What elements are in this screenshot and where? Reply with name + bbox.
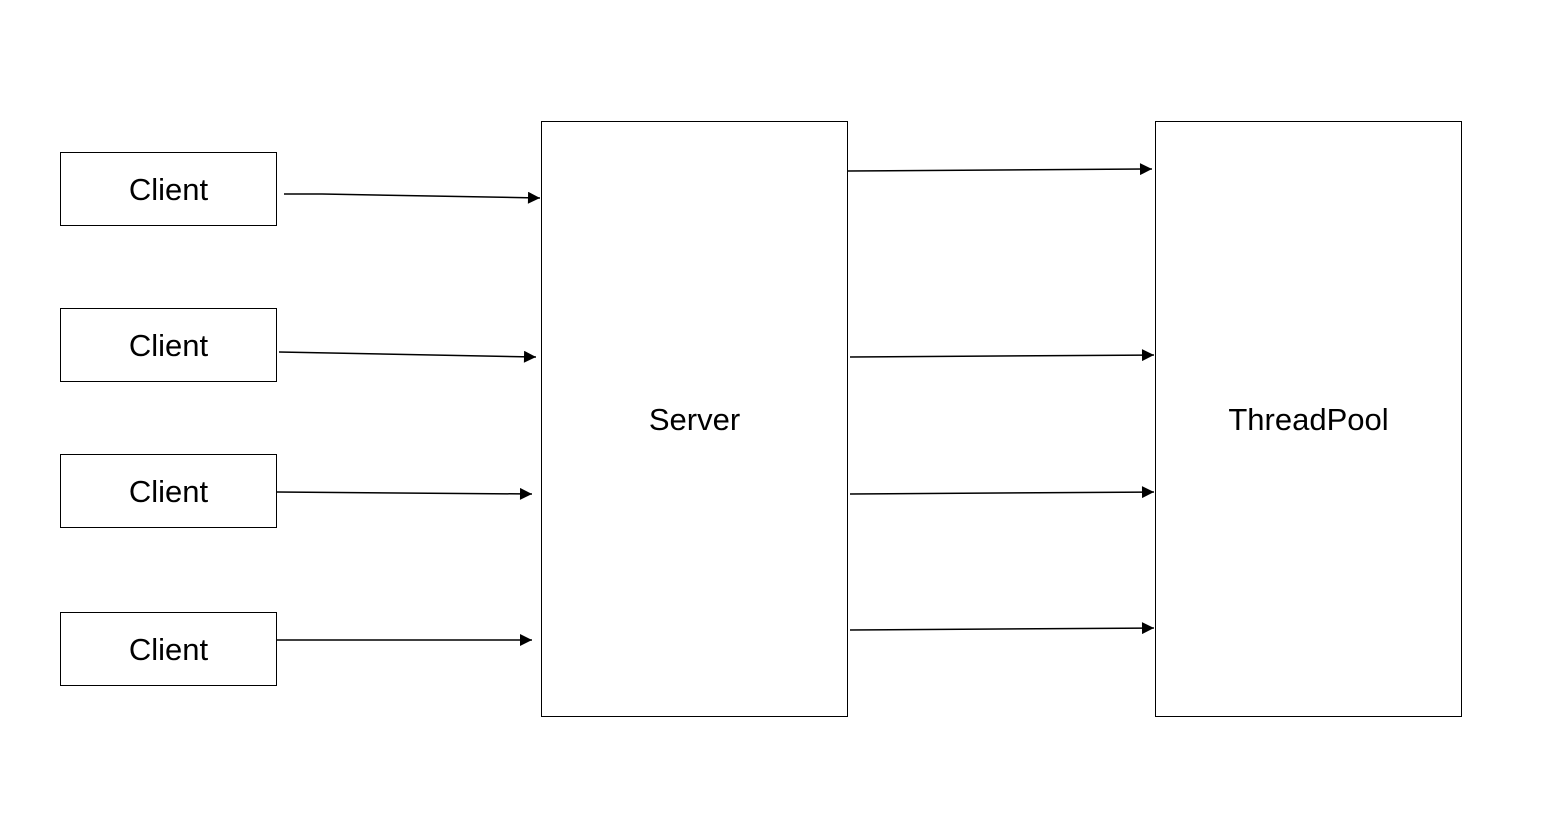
server-label: Server (648, 401, 741, 437)
client-1-to-server-arrow (284, 191, 541, 204)
server-to-threadpool-arrow-1 (847, 163, 1153, 176)
client-box-1: Client (60, 152, 277, 226)
threadpool-label: ThreadPool (1228, 401, 1389, 437)
client-label-2: Client (128, 327, 209, 363)
client-label-1: Client (128, 171, 209, 207)
client-box-3: Client (60, 454, 277, 528)
server-to-threadpool-arrow-4 (849, 622, 1155, 635)
client-3-to-server-arrow (276, 487, 533, 500)
server-box: Server (541, 121, 848, 717)
client-label-4: Client (128, 631, 209, 667)
server-to-threadpool-arrow-2 (849, 349, 1155, 362)
threadpool-box: ThreadPool (1155, 121, 1462, 717)
client-2-to-server-arrow (278, 350, 537, 363)
client-label-3: Client (128, 473, 209, 509)
server-to-threadpool-arrow-3 (849, 486, 1155, 499)
client-box-2: Client (60, 308, 277, 382)
client-box-4: Client (60, 612, 277, 686)
